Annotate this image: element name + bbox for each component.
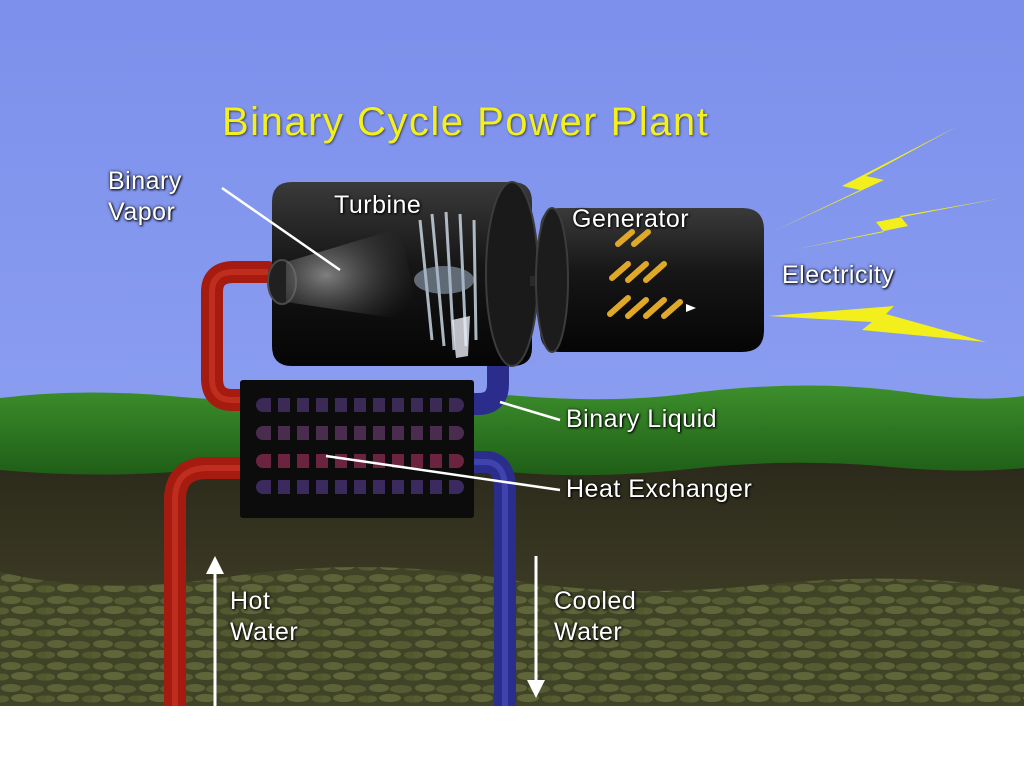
binary-vapor-leader: [221, 186, 341, 272]
bottom-margin: [0, 706, 1024, 768]
hot-water-up-arrow: [206, 556, 224, 706]
binary-liquid-leader: [499, 400, 561, 422]
cooled-water-down-arrow: [527, 556, 545, 698]
lightning-bolt-bottom: [768, 306, 986, 342]
cooled-water-label-line2: Water: [554, 618, 623, 646]
turbine-housing: [267, 181, 539, 367]
binary-vapor-label-line2: Vapor: [108, 198, 176, 226]
cooled-water-label-line1: Cooled: [554, 587, 637, 615]
generator-housing: [535, 207, 764, 353]
binary-vapor-label: Binary Vapor: [108, 166, 182, 228]
grass-hills: [0, 385, 1024, 476]
diagram-scene: Binary Cycle Power Plant Binary Vapor Tu…: [0, 0, 1024, 706]
diagram-title: Binary Cycle Power Plant: [222, 100, 710, 144]
generator-coils: [607, 229, 683, 319]
binary-liquid-pipe: [459, 349, 509, 415]
cooled-water-label: Cooled Water: [554, 586, 636, 648]
turbine-label: Turbine: [334, 191, 422, 219]
generator-label: Generator: [572, 205, 690, 233]
hot-water-label-line2: Water: [230, 618, 299, 646]
binary-vapor-label-line1: Binary: [108, 167, 182, 195]
lightning-bolt-top: [772, 126, 958, 232]
diagram-illustration: [0, 0, 1024, 706]
electricity-label: Electricity: [782, 261, 895, 289]
hot-water-label-line1: Hot: [230, 587, 271, 615]
heat-exchanger-leader: [325, 454, 561, 492]
heat-exchanger-label: Heat Exchanger: [566, 475, 753, 503]
hot-water-label: Hot Water: [230, 586, 298, 648]
binary-liquid-label: Binary Liquid: [566, 405, 718, 433]
lightning-bolt-middle: [792, 198, 1002, 250]
